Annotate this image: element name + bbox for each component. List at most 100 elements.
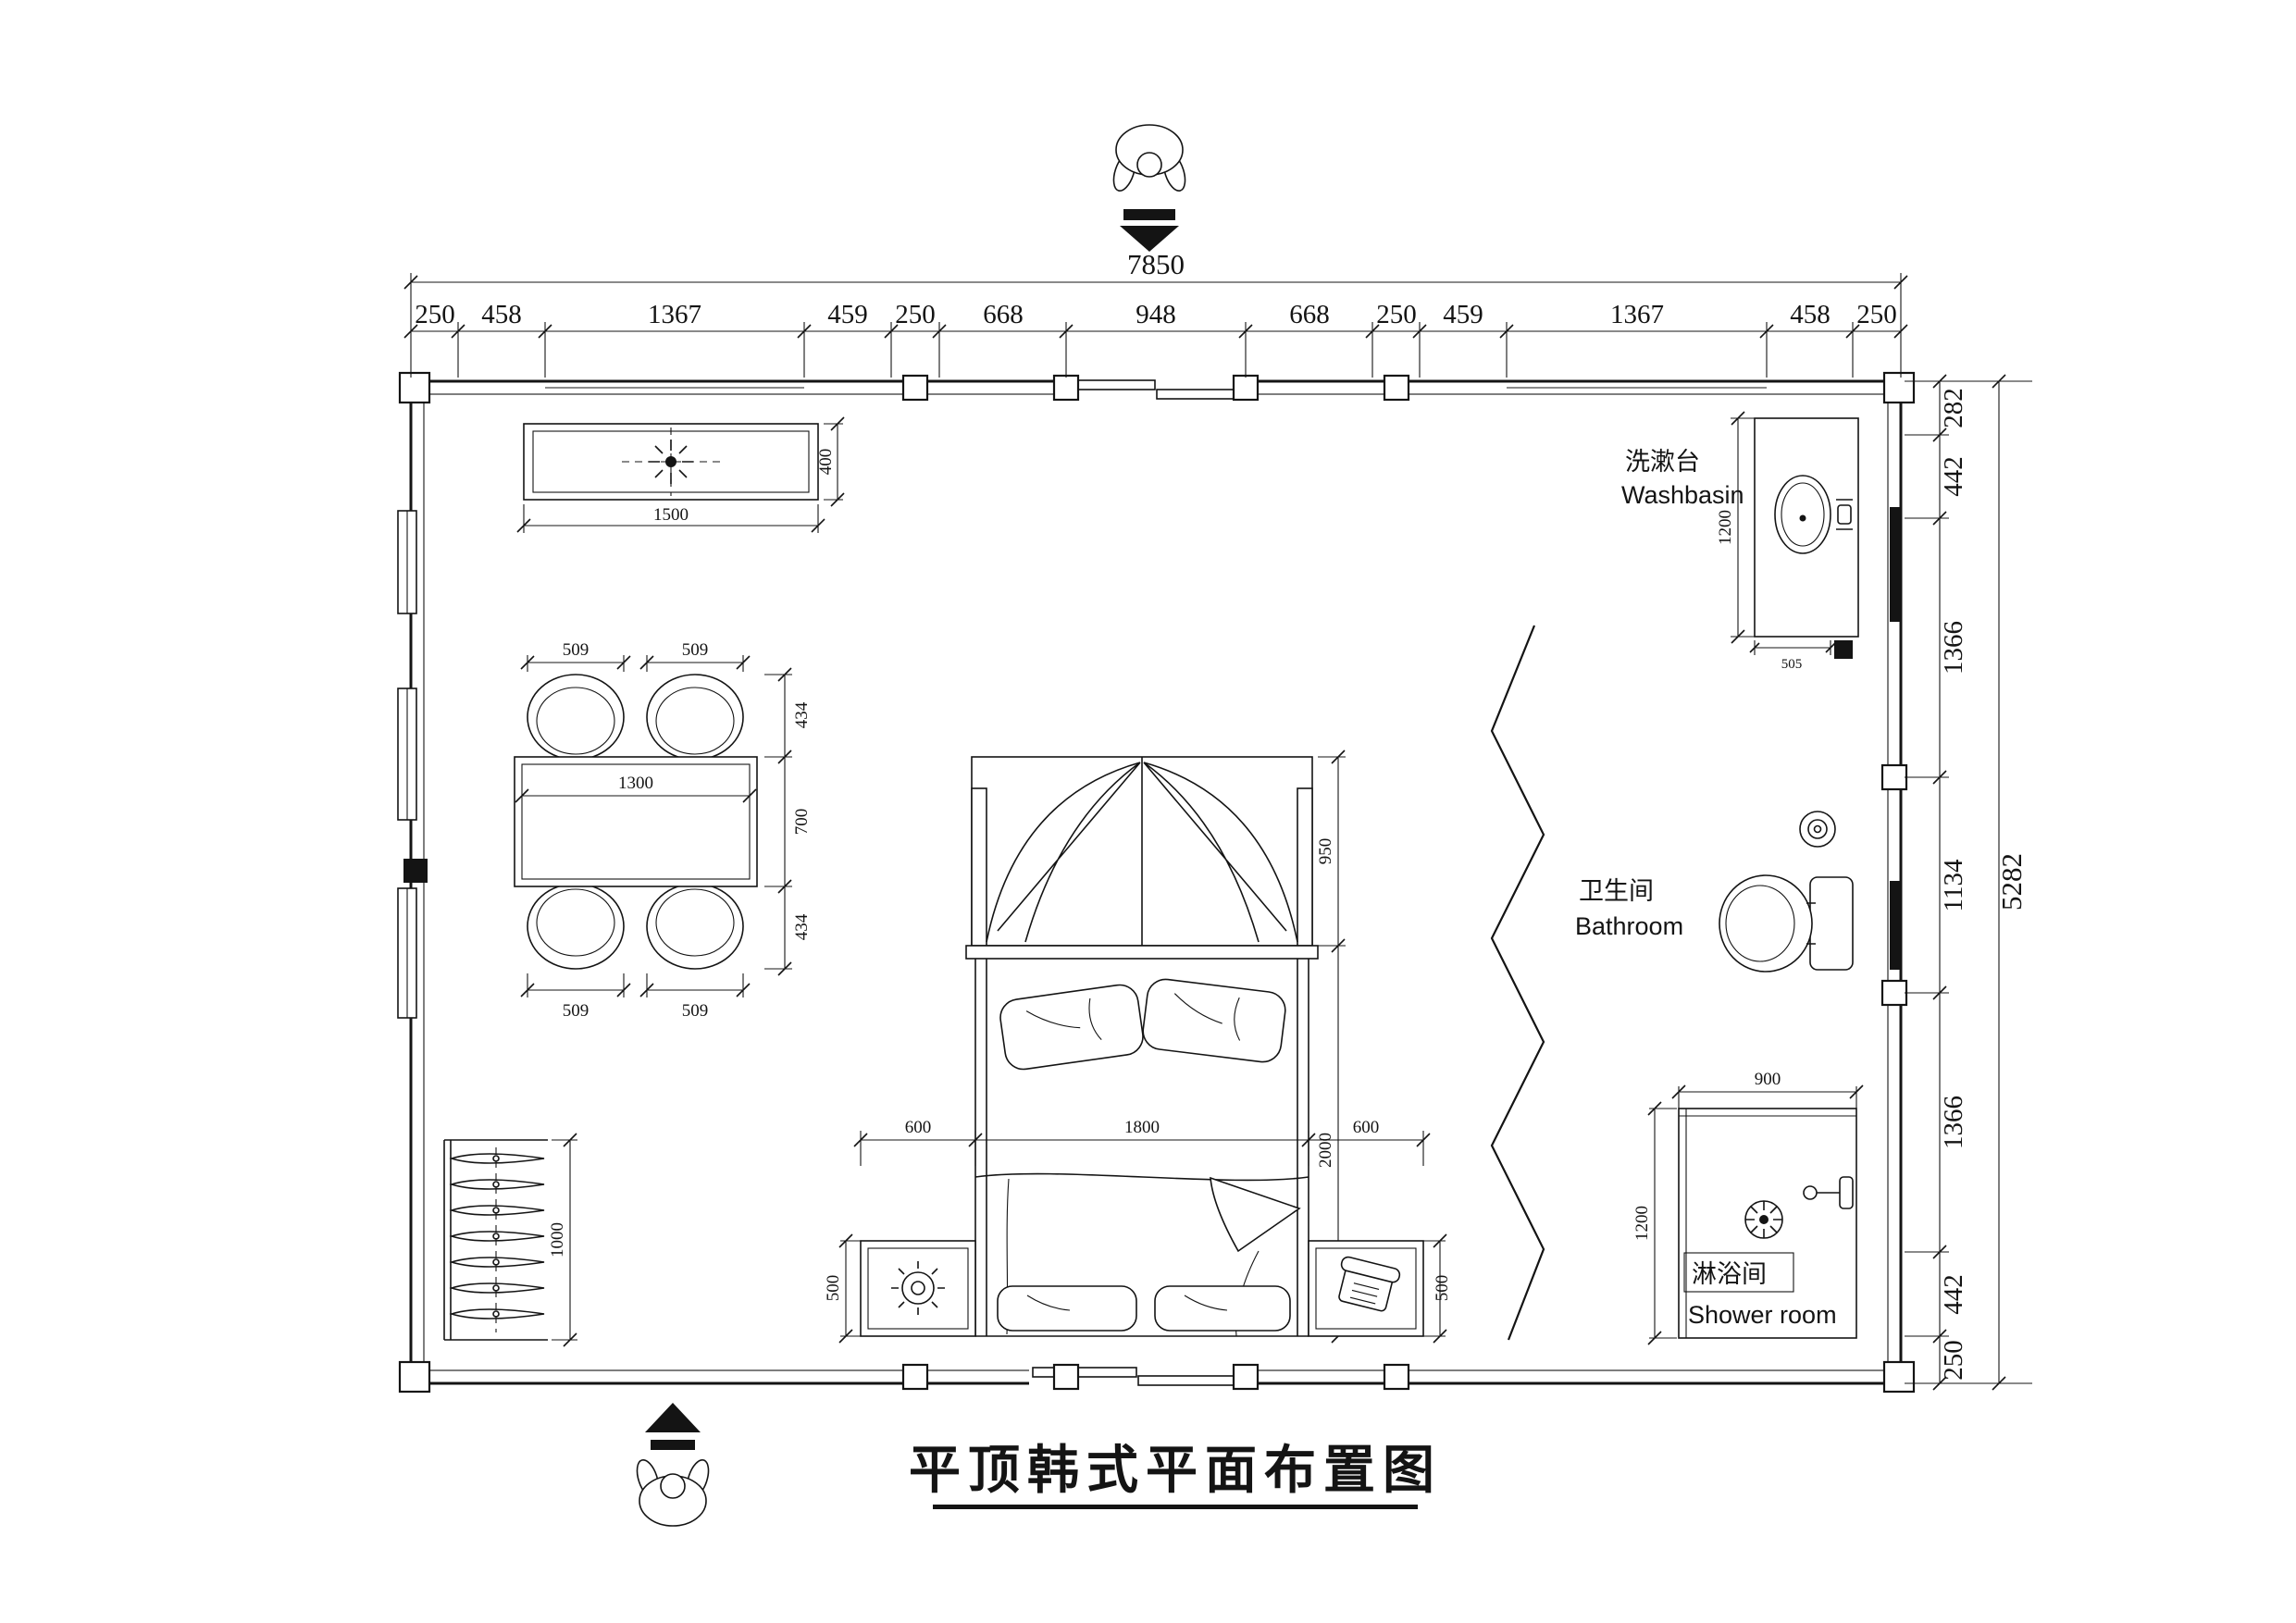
dim-bed-canopy: 950 xyxy=(1316,838,1335,865)
folding-partition xyxy=(1490,625,1545,1341)
washbasin-counter: 1200 505 xyxy=(1716,411,1859,672)
washbasin-label-zh: 洗漱台 xyxy=(1625,448,1700,477)
dim-top-seg: 668 xyxy=(1289,300,1330,329)
left-windows xyxy=(397,510,417,1019)
wall-pillar xyxy=(901,374,929,402)
wall-pillar xyxy=(1052,374,1080,402)
toilet xyxy=(1719,811,1854,973)
nightstand-left: 500 xyxy=(824,1233,976,1344)
dim-top-total: 7850 xyxy=(1127,248,1185,280)
dim-bed-side: 600 xyxy=(905,1118,932,1137)
shower-label-zh: 淋浴间 xyxy=(1692,1260,1767,1289)
washbasin-label-en: Washbasin xyxy=(1621,481,1744,509)
pillow xyxy=(1142,978,1286,1063)
dim-right-total: 5282 xyxy=(1995,853,2028,911)
dim-table-depth: 700 xyxy=(792,809,812,836)
dim-table-width: 1300 xyxy=(618,774,653,793)
dim-chair-width: 509 xyxy=(682,1001,709,1021)
dim-chair-depth: 434 xyxy=(792,913,812,940)
dim-lamp-width: 1500 xyxy=(653,505,689,525)
dim-top-seg: 250 xyxy=(415,300,455,329)
wall-pillar xyxy=(1880,763,1908,791)
dim-bed-length: 2000 xyxy=(1316,1133,1335,1168)
walls xyxy=(397,371,1916,1394)
bed: 950 2000 600 1800 600 xyxy=(853,750,1431,1344)
entry-arrow-top-bar xyxy=(1123,209,1175,220)
foot-pillow xyxy=(997,1285,1137,1332)
dim-chair-width: 509 xyxy=(563,640,590,660)
title-underline xyxy=(933,1505,1418,1509)
dim-right-seg: 250 xyxy=(1939,1340,1968,1381)
dim-nightstand-depth: 500 xyxy=(824,1275,843,1302)
dim-top-seg: 948 xyxy=(1136,300,1176,329)
dim-basin-depth: 1200 xyxy=(1716,510,1735,545)
floor-drain xyxy=(1834,640,1853,659)
dim-top-seg: 458 xyxy=(1790,300,1831,329)
entry-arrow-bottom-bar xyxy=(651,1440,695,1450)
shower-label-box xyxy=(1683,1252,1794,1293)
toilet-paper-roll xyxy=(1799,811,1836,848)
wardrobe-rack: 1000 xyxy=(443,1133,577,1347)
service-wall-bar xyxy=(1890,881,1901,970)
pillow xyxy=(999,984,1144,1071)
entry-door-top xyxy=(1064,375,1247,401)
dim-chair-width: 509 xyxy=(682,640,709,660)
dim-chair-depth: 434 xyxy=(792,701,812,728)
bathroom-label-en: Bathroom xyxy=(1575,912,1683,940)
dim-right-seg: 282 xyxy=(1939,388,1968,428)
dim-bed-side: 600 xyxy=(1353,1118,1380,1137)
shower-head xyxy=(1803,1176,1854,1209)
corner-pillar xyxy=(398,371,431,404)
dim-bed-width: 1800 xyxy=(1124,1118,1160,1137)
left-wall-pillar xyxy=(403,859,428,883)
drawing-title: 平顶韩式平面布置图 xyxy=(909,1441,1442,1501)
wall-pillar xyxy=(1232,374,1260,402)
service-wall-bar xyxy=(1890,507,1901,622)
hanging-clothes xyxy=(449,1153,545,1319)
dim-right-seg: 1366 xyxy=(1939,1096,1968,1149)
dim-shower-depth: 1200 xyxy=(1632,1206,1652,1241)
lamp-symbol xyxy=(665,456,676,467)
wall-pillar xyxy=(1383,374,1410,402)
dim-wardrobe-length: 1000 xyxy=(548,1222,567,1258)
dim-chair-width: 509 xyxy=(563,1001,590,1021)
corner-pillar xyxy=(1882,1360,1916,1394)
dining-set: 1300 509 509 509 509 434 700 434 xyxy=(514,640,812,1021)
washbasin xyxy=(1774,475,1831,554)
bathroom-label-zh: 卫生间 xyxy=(1579,877,1654,906)
dim-top-seg: 250 xyxy=(1856,300,1897,329)
dim-right-seg: 442 xyxy=(1939,1274,1968,1315)
wall-pillar xyxy=(1880,979,1908,1007)
top-dimension-chain: 7850 250 458 1367 459 250 668 948 668 25… xyxy=(403,248,1908,378)
corner-pillar xyxy=(398,1360,431,1394)
dining-table xyxy=(514,756,758,887)
faucet xyxy=(1837,504,1852,525)
wall-pillar xyxy=(901,1363,929,1391)
ceiling-lamp: 1500 400 xyxy=(516,416,845,533)
dim-nightstand-depth: 500 xyxy=(1433,1275,1452,1302)
dim-top-seg: 458 xyxy=(481,300,522,329)
corner-pillar xyxy=(1882,371,1916,404)
shower-label-en: Shower room xyxy=(1688,1301,1837,1329)
wall-pillar xyxy=(1052,1363,1080,1391)
bed-canopy xyxy=(965,756,1319,960)
shower-enclosure: 900 1200 xyxy=(1632,1070,1864,1345)
wall-pillar xyxy=(1232,1363,1260,1391)
dim-top-seg: 668 xyxy=(983,300,1024,329)
dim-basin-width: 505 xyxy=(1781,657,1803,672)
toilet-bowl xyxy=(1719,874,1813,973)
foot-pillow xyxy=(1154,1285,1291,1332)
dim-top-seg: 1367 xyxy=(1610,300,1664,329)
telephone xyxy=(1338,1256,1401,1312)
dim-top-seg: 250 xyxy=(1376,300,1417,329)
dim-top-seg: 459 xyxy=(827,300,868,329)
dim-top-seg: 459 xyxy=(1443,300,1483,329)
blanket-fold xyxy=(1210,1176,1301,1253)
person-top xyxy=(1112,124,1186,192)
entry-arrow-top xyxy=(1120,226,1179,252)
dim-lamp-depth: 400 xyxy=(816,449,836,476)
dim-top-seg: 1367 xyxy=(648,300,701,329)
headboard xyxy=(965,945,1319,960)
dim-right-seg: 442 xyxy=(1939,456,1968,497)
